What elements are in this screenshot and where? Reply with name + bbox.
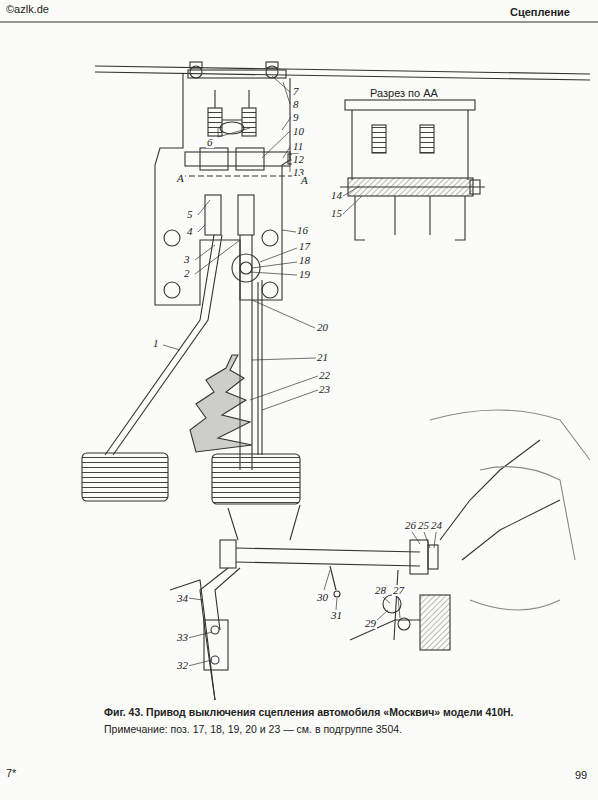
callout-number: 28: [374, 585, 387, 596]
callout-number: 15: [330, 208, 343, 219]
text-label: ©azlk.de: [6, 4, 49, 15]
callout-number: 29: [364, 618, 377, 629]
text-label: Сцепление: [510, 7, 570, 18]
callout-number: 22: [318, 370, 331, 381]
callout-number: 5: [186, 209, 194, 220]
callout-number: 31: [330, 610, 343, 621]
callout-number: 8: [292, 99, 300, 110]
callout-number: 4: [186, 226, 194, 237]
callout-number: 14: [330, 190, 343, 201]
callout-number: 9: [292, 112, 300, 123]
text-label: Разрез по АА: [370, 88, 438, 99]
callout-number: А: [300, 175, 309, 186]
callout-number: 19: [298, 269, 311, 280]
callout-number: 34: [176, 593, 189, 604]
callout-number: 23: [318, 384, 331, 395]
callout-number: 32: [176, 660, 189, 671]
callout-number: 24: [430, 520, 443, 531]
callout-number: 20: [316, 322, 329, 333]
callout-number: 10: [292, 126, 305, 137]
callout-number: 16: [296, 225, 309, 236]
callout-number: 33: [176, 632, 189, 643]
callout-number: 18: [298, 255, 311, 266]
callout-number: 21: [316, 352, 329, 363]
callout-number: 7: [292, 86, 300, 97]
callout-number: А: [176, 173, 185, 184]
callout-number: 26: [404, 520, 417, 531]
callout-number: 1: [152, 338, 160, 349]
callout-number: 27: [392, 585, 405, 596]
callout-number: 3: [183, 254, 191, 265]
figure-caption: Фиг. 43. Привод выключения сцепления авт…: [104, 706, 514, 718]
callout-number: 25: [417, 520, 430, 531]
text-label: 7*: [6, 768, 16, 779]
callout-number: 17: [298, 241, 311, 252]
text-label: 99: [575, 770, 587, 781]
callout-number: 12: [292, 154, 305, 165]
callout-number: 30: [316, 592, 329, 603]
callout-number: 11: [292, 141, 304, 152]
text-label: Примечание: поз. 17, 18, 19, 20 и 23 — с…: [104, 724, 402, 735]
callout-number: 6: [206, 137, 214, 148]
callout-number: 2: [183, 268, 191, 279]
